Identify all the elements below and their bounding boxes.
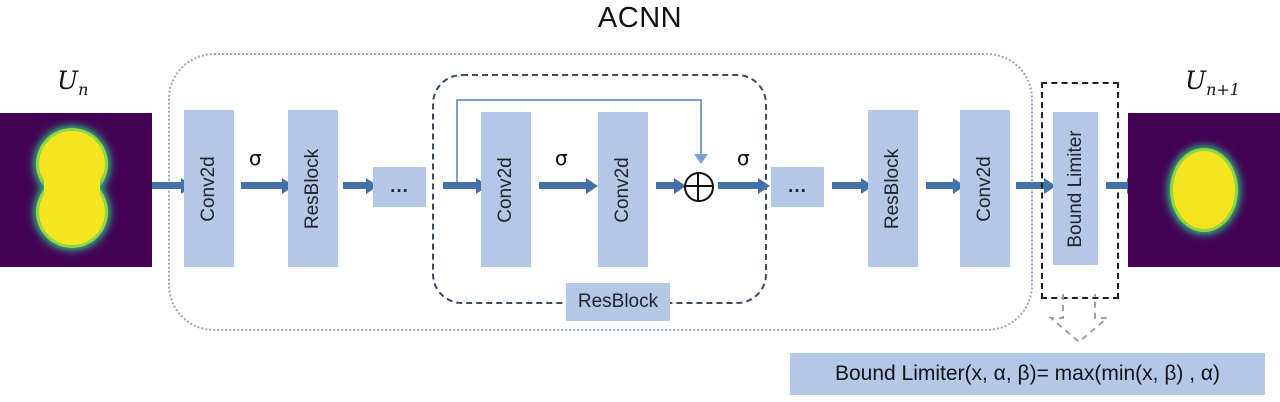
sigma-3: σ [737, 146, 750, 170]
output-label-symbol: U [1185, 66, 1207, 95]
arrow-input-to-conv1 [152, 182, 182, 189]
arrow-resblock1-to-ellipsis1 [343, 182, 367, 189]
input-label-symbol: U [57, 66, 79, 95]
output-label-subscript: n+1 [1206, 80, 1240, 99]
diagram-title: ACNN [597, 2, 683, 34]
block-ellipsis-1: ... [373, 167, 426, 207]
input-field-image [0, 113, 152, 267]
bound-limiter-formula: Bound Limiter(x, α, β)= max(min(x, β) , … [790, 353, 1265, 395]
block-resblock-1-label: ResBlock [302, 148, 323, 229]
block-bound-limiter-label: Bound Limiter [1064, 129, 1086, 248]
output-field-label: Un+1 [1185, 66, 1240, 99]
block-bound-limiter[interactable]: Bound Limiter [1053, 112, 1098, 265]
skip-connection-vertical-right [700, 99, 702, 156]
sigma-1: σ [249, 146, 262, 170]
block-conv2d-inner-2[interactable]: Conv2d [598, 112, 648, 267]
block-ellipsis-2: ... [771, 167, 824, 207]
block-conv2d-inner-1-label: Conv2d [495, 156, 516, 223]
input-field-label: Un [57, 66, 88, 99]
output-blob [1173, 151, 1235, 229]
resblock-caption: ResBlock [566, 283, 670, 321]
add-operator-icon [684, 172, 714, 202]
sigma-2: σ [555, 146, 568, 170]
arrow-into-resblock-detail [443, 182, 477, 189]
block-resblock-2-label: ResBlock [882, 148, 903, 229]
arrow-bound-limiter-to-output [1106, 182, 1128, 189]
input-label-subscript: n [78, 80, 89, 99]
arrow-inner-conv1-to-conv2 [539, 182, 587, 189]
input-blob-bridge [44, 153, 100, 221]
block-conv2d-2[interactable]: Conv2d [960, 110, 1010, 267]
formula-text: Bound Limiter(x, α, β)= max(min(x, β) , … [834, 362, 1221, 385]
block-conv2d-1[interactable]: Conv2d [184, 110, 234, 267]
arrow-conv2-to-bound-limiter [1016, 182, 1045, 189]
arrow-conv1-to-resblock1 [241, 182, 283, 189]
skip-connection-arrowhead-icon [694, 154, 708, 164]
block-conv2d-2-label: Conv2d [974, 155, 995, 222]
acnn-container-box [168, 53, 1033, 331]
skip-connection-vertical-left [456, 99, 458, 185]
arrow-inner-conv2-to-add [656, 182, 675, 189]
arrow-add-to-ellipsis2 [718, 182, 759, 189]
arrow-resblock2-to-conv2 [926, 182, 954, 189]
skip-connection-horizontal [456, 99, 702, 101]
block-conv2d-1-label: Conv2d [198, 155, 219, 222]
output-field-image [1128, 113, 1280, 267]
block-conv2d-inner-1[interactable]: Conv2d [481, 112, 531, 267]
block-resblock-1[interactable]: ResBlock [288, 110, 338, 267]
bound-limiter-box [1041, 82, 1119, 299]
block-conv2d-inner-2-label: Conv2d [612, 156, 633, 223]
block-resblock-2[interactable]: ResBlock [868, 110, 918, 267]
bound-limiter-callout-arrow-icon [1048, 294, 1110, 344]
arrow-ellipsis2-to-resblock2 [832, 182, 862, 189]
